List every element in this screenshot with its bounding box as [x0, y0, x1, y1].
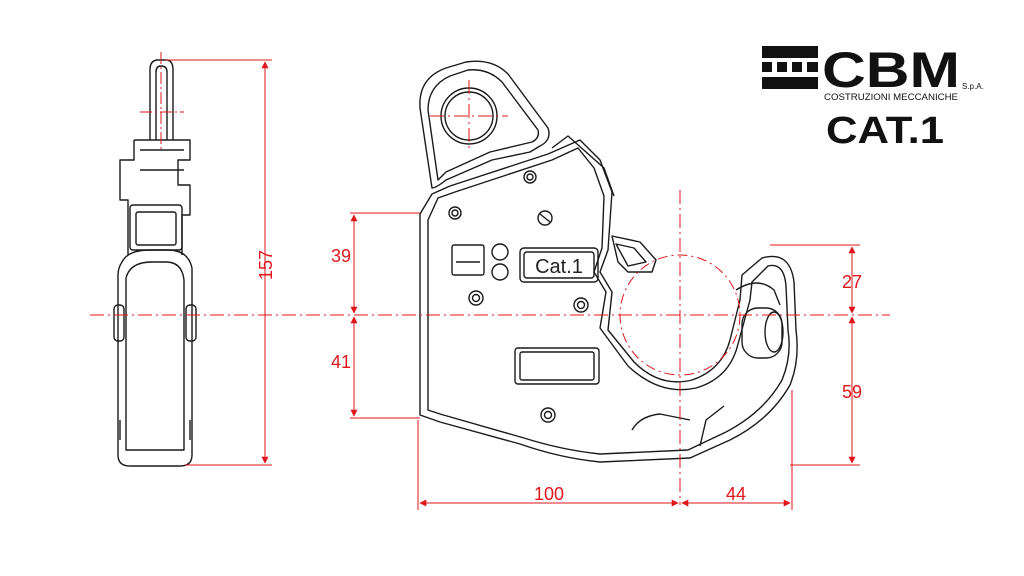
- part-stamp-box: [519, 247, 599, 283]
- dim-upper-right: 27: [842, 272, 862, 292]
- dim-lower-left: 41: [331, 352, 351, 372]
- cbm-logo: CBM S.p.A. COSTRUZIONI MECCANICHE CAT.1: [762, 42, 984, 152]
- cbm-logo-mark: [762, 46, 818, 89]
- dim-overall-height: 157: [256, 250, 276, 280]
- side-view: [113, 59, 197, 467]
- dim-width-left: 100: [534, 484, 564, 504]
- dim-width-right: 44: [726, 484, 746, 504]
- front-view: [419, 60, 798, 463]
- brand-subtitle: COSTRUZIONI MECCANICHE: [824, 92, 958, 102]
- latch-lever: [611, 235, 657, 273]
- centerlines: [90, 80, 890, 505]
- side-view-centerlines: [140, 52, 184, 150]
- hook-pin: [741, 307, 783, 359]
- main-plate: [419, 139, 798, 463]
- dimension-lines: [165, 59, 860, 510]
- dim-upper-left: 39: [331, 246, 351, 266]
- brand-suffix: S.p.A.: [962, 82, 984, 91]
- part-stamp-text: Cat.1: [535, 256, 583, 278]
- category-label: CAT.1: [826, 110, 944, 152]
- brand-name: CBM: [822, 42, 960, 98]
- dim-lower-right: 59: [842, 382, 862, 402]
- lifting-eye: [419, 60, 550, 189]
